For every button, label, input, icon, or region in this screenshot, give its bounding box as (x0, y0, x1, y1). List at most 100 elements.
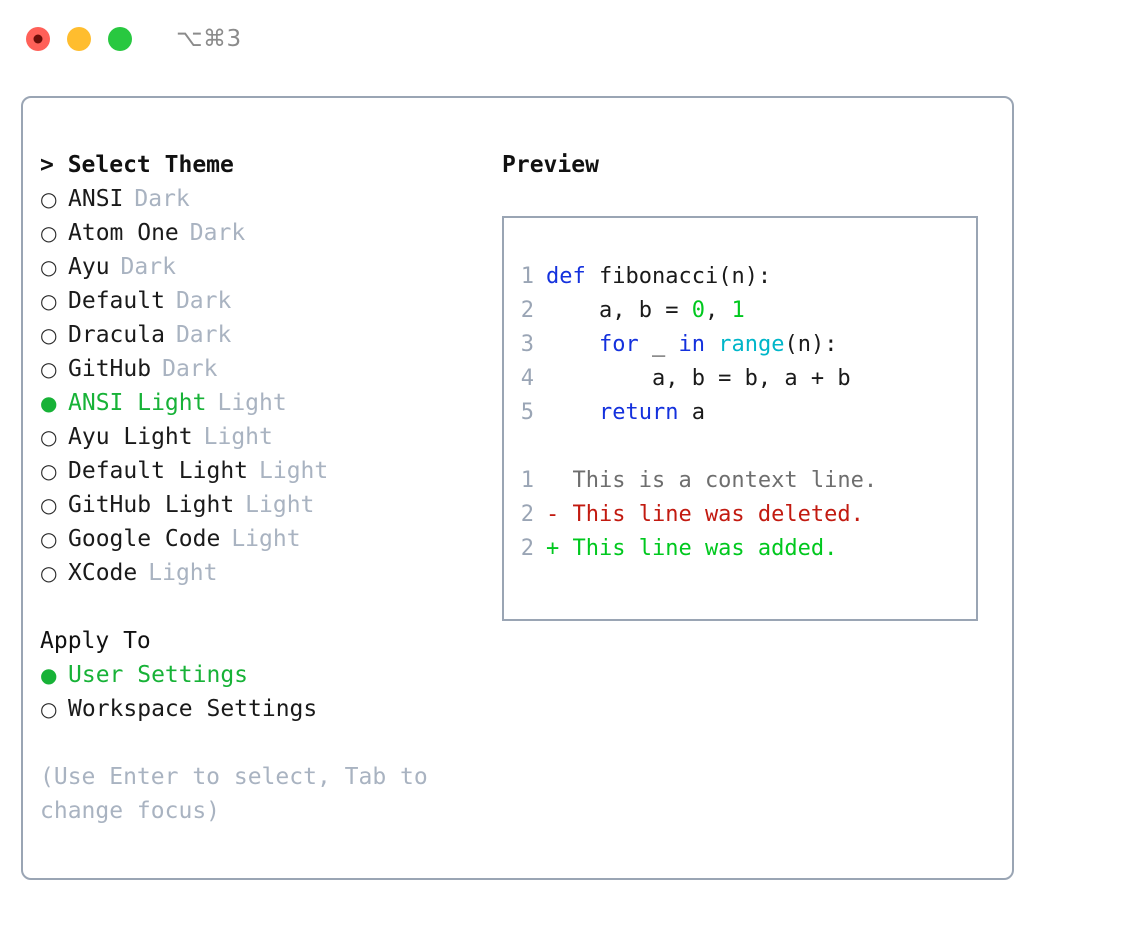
code-token-kw: return (598, 400, 679, 425)
code-token-plain: a, b = (546, 298, 692, 323)
theme-option-label: ANSI Light (68, 390, 207, 416)
theme-option-ansi[interactable]: ○ ANSI Dark (40, 182, 490, 216)
code-token-plain: , (704, 298, 732, 323)
code-line-content: a, b = 0, 1 (546, 294, 745, 328)
code-line: 4 a, b = b, a + b (504, 362, 976, 396)
radio-selected-icon: ● (40, 663, 58, 687)
code-line: 5 return a (504, 396, 976, 430)
title-bar: ⌥⌘3 (0, 0, 1140, 78)
close-button-icon[interactable] (26, 27, 50, 51)
theme-option-atom-one[interactable]: ○ Atom One Dark (40, 216, 490, 250)
radio-unselected-icon: ○ (40, 357, 58, 381)
theme-option-ayu[interactable]: ○ Ayu Dark (40, 250, 490, 284)
code-token-plain (705, 332, 718, 357)
theme-option-default[interactable]: ○ Default Dark (40, 284, 490, 318)
code-diff-spacer (504, 430, 976, 464)
radio-unselected-icon: ○ (40, 289, 58, 313)
theme-variant-badge: Dark (162, 356, 218, 382)
code-line-number: 5 (520, 400, 534, 425)
apply-to-option-workspace-settings[interactable]: ○Workspace Settings (40, 692, 490, 726)
theme-option-label: Default Light (68, 458, 249, 484)
theme-variant-badge: Light (203, 424, 273, 450)
window-controls (26, 27, 132, 51)
radio-unselected-icon: ○ (40, 697, 58, 721)
code-token-plain: fibonacci(n): (585, 264, 772, 289)
diff-line-content-del: - This line was deleted. (546, 502, 864, 527)
radio-unselected-icon: ○ (40, 187, 58, 211)
code-token-plain: _ (638, 332, 679, 357)
code-token-plain (546, 400, 599, 425)
theme-option-label: GitHub (68, 356, 152, 382)
theme-variant-badge: Light (231, 526, 301, 552)
radio-unselected-icon: ○ (40, 493, 58, 517)
theme-option-label: XCode (68, 560, 138, 586)
theme-option-label: Atom One (68, 220, 179, 246)
code-token-kw: for (598, 332, 639, 357)
radio-unselected-icon: ○ (40, 561, 58, 585)
code-line: 3 for _ in range(n): (504, 328, 976, 362)
code-token-kw: def (546, 264, 586, 289)
apply-to-option-list[interactable]: ● User Settings ○Workspace Settings (40, 658, 490, 726)
radio-unselected-icon: ○ (40, 323, 58, 347)
code-token-plain: a (678, 400, 705, 425)
theme-option-label: Google Code (68, 526, 221, 552)
theme-variant-badge: Dark (189, 220, 246, 246)
code-token-num: 1 (731, 298, 745, 323)
theme-variant-badge: Light (217, 390, 287, 416)
minimize-button-icon[interactable] (67, 27, 91, 51)
theme-option-default-light[interactable]: ○ Default Light Light (40, 454, 490, 488)
code-token-plain (546, 332, 599, 357)
theme-option-label: Ayu Light (68, 424, 193, 450)
theme-variant-badge: Dark (175, 322, 232, 348)
code-token-fn: range (718, 332, 785, 357)
theme-variant-badge: Light (259, 458, 329, 484)
theme-option-dracula[interactable]: ○ Dracula Dark (40, 318, 490, 352)
diff-line-number: 2 (520, 502, 534, 527)
list-spacer (40, 590, 490, 624)
diff-line: 2 + This line was added. (504, 532, 976, 566)
theme-option-label: Ayu (68, 254, 110, 280)
maximize-button-icon[interactable] (108, 27, 132, 51)
radio-selected-icon: ● (40, 391, 58, 415)
code-line-content: a, b = b, a + b (546, 362, 851, 396)
diff-line-number: 1 (520, 468, 534, 493)
theme-variant-badge: Light (148, 560, 218, 586)
diff-line-number: 2 (520, 536, 534, 561)
theme-variant-badge: Dark (175, 288, 232, 314)
code-token-num: 0 (691, 298, 705, 323)
diff-sample: 1 This is a context line. 2 - This line wa… (504, 464, 976, 566)
diff-line: 1 This is a context line. (504, 464, 976, 498)
theme-option-label: Dracula (68, 322, 165, 348)
diff-line-content-add: + This line was added. (546, 536, 838, 561)
theme-option-label: Default (68, 288, 165, 314)
code-token-plain: a, b = b, a + b (546, 366, 851, 391)
theme-option-github[interactable]: ○ GitHub Dark (40, 352, 490, 386)
code-line-content: return a (546, 396, 705, 430)
code-line: 1 def fibonacci(n): (504, 260, 976, 294)
radio-unselected-icon: ○ (40, 255, 58, 279)
apply-to-option-user-settings[interactable]: ● User Settings (40, 658, 490, 692)
code-line-content: def fibonacci(n): (546, 260, 771, 294)
radio-unselected-icon: ○ (40, 221, 58, 245)
code-line-number: 2 (520, 298, 534, 323)
code-line-number: 4 (520, 366, 534, 391)
theme-option-xcode[interactable]: ○ XCode Light (40, 556, 490, 590)
theme-option-label: ANSI (68, 186, 124, 212)
apply-to-option-label: User Settings (68, 662, 249, 688)
code-line-number: 1 (520, 264, 534, 289)
theme-variant-badge: Dark (134, 186, 190, 212)
select-theme-header: > Select Theme (40, 152, 234, 178)
theme-variant-badge: Dark (120, 254, 176, 280)
theme-variant-badge: Light (245, 492, 315, 518)
theme-option-ansi-light[interactable]: ● ANSI Light Light (40, 386, 490, 420)
radio-unselected-icon: ○ (40, 459, 58, 483)
